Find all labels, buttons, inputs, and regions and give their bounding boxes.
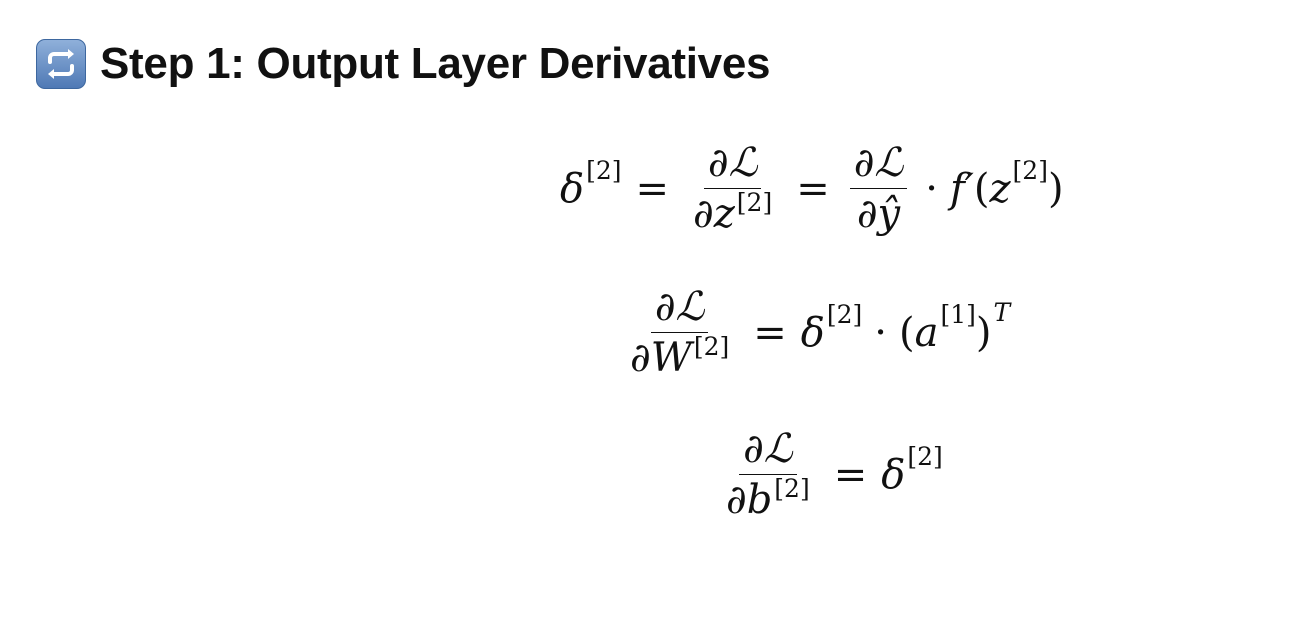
fraction-dL-dyhat: ∂ℒ ∂ŷ xyxy=(849,140,908,237)
equals-sign: = xyxy=(635,165,670,212)
superscript-layer: [2] xyxy=(774,474,810,503)
fraction-dL-db: ∂ℒ ∂b[2] xyxy=(722,426,814,523)
superscript-layer: [1] xyxy=(940,300,976,329)
superscript-layer: [2] xyxy=(907,442,943,471)
equals-sign: = xyxy=(796,165,830,212)
superscript-layer: [2] xyxy=(1012,156,1048,185)
superscript-layer: [2] xyxy=(736,188,773,217)
fraction-dL-dz: ∂ℒ ∂z[2] xyxy=(689,140,776,237)
partial-symbol: ∂ xyxy=(630,335,651,381)
left-paren: ( xyxy=(898,309,915,356)
superscript-layer: [2] xyxy=(586,156,622,185)
b-variable: b xyxy=(746,477,773,523)
partial-symbol: ∂ xyxy=(707,140,729,186)
left-paren: ( xyxy=(973,165,990,212)
cdot-operator: · xyxy=(874,309,887,356)
W-variable: W xyxy=(650,335,692,381)
partial-symbol: ∂ xyxy=(654,284,676,330)
equals-sign: = xyxy=(753,309,787,356)
loss-symbol: ℒ xyxy=(874,140,904,186)
delta-symbol: δ xyxy=(560,165,585,212)
loss-symbol: ℒ xyxy=(763,426,793,472)
right-paren: ) xyxy=(975,309,992,356)
partial-symbol: ∂ xyxy=(693,191,714,237)
equation-dL-db: ∂ℒ ∂b[2] = δ[2] xyxy=(722,426,943,523)
equation-delta-output: δ[2] = ∂ℒ ∂z[2] = ∂ℒ ∂ŷ · f′(z[2]) xyxy=(560,140,1064,237)
yhat-variable: ŷ xyxy=(877,191,901,237)
superscript-layer: [2] xyxy=(693,332,730,361)
equation-dL-dW: ∂ℒ ∂W[2] = δ[2] · (a[1])T xyxy=(626,284,1010,381)
z-variable: z xyxy=(713,191,735,237)
right-paren: ) xyxy=(1047,165,1064,212)
delta-symbol: δ xyxy=(881,451,906,498)
z-variable: z xyxy=(989,165,1011,212)
cdot-operator: · xyxy=(925,165,938,212)
fprime-function: f′ xyxy=(949,165,974,212)
equals-sign: = xyxy=(833,451,868,498)
repeat-arrows-icon xyxy=(36,39,86,89)
delta-symbol: δ xyxy=(800,309,825,356)
section-heading: Step 1: Output Layer Derivatives xyxy=(36,36,770,92)
partial-symbol: ∂ xyxy=(726,477,747,523)
partial-symbol: ∂ xyxy=(743,426,764,472)
fraction-dL-dW: ∂ℒ ∂W[2] xyxy=(626,284,733,381)
loss-symbol: ℒ xyxy=(728,140,758,186)
a-variable: a xyxy=(914,309,939,356)
page-title: Step 1: Output Layer Derivatives xyxy=(100,39,771,88)
transpose-superscript: T xyxy=(993,298,1011,327)
partial-symbol: ∂ xyxy=(853,140,875,186)
loss-symbol: ℒ xyxy=(675,284,705,330)
superscript-layer: [2] xyxy=(826,300,863,329)
partial-symbol: ∂ xyxy=(856,191,878,237)
